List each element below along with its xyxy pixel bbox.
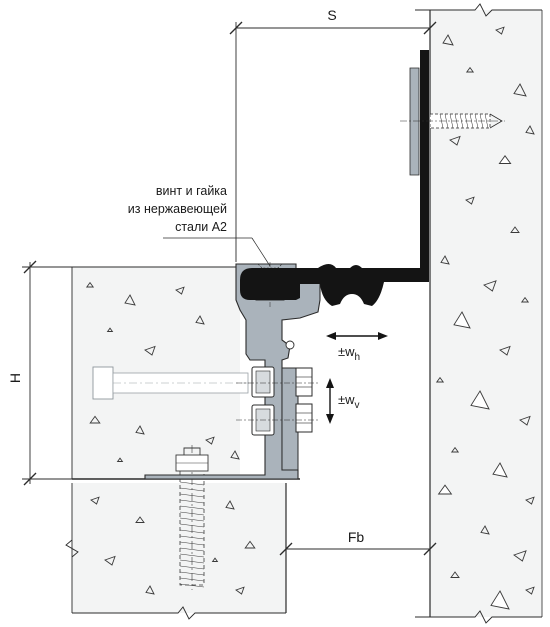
thread-line (179, 529, 205, 534)
aggregate-mark (135, 425, 145, 435)
aggregate-mark (449, 135, 461, 146)
callout-line-1: винт и гайка (156, 184, 227, 198)
aggregate-mark (495, 26, 505, 35)
aggregate-mark (520, 296, 530, 303)
thread-line (179, 535, 205, 540)
thread-line (179, 487, 205, 492)
vertical-movement-label: ±wv (338, 392, 360, 411)
aggregate-mark (465, 196, 475, 205)
aggregate-mark (465, 66, 475, 73)
aggregate-mark (144, 345, 156, 356)
callout-line-2: из нержавеющей (128, 202, 227, 216)
screw-thread-line (444, 113, 449, 129)
aggregate-mark (85, 281, 95, 288)
aggregate-mark (90, 496, 100, 505)
screw-thread-line (484, 113, 489, 129)
aggregate-mark (519, 415, 531, 426)
right-concrete-wall (415, 3, 543, 624)
aggregate-mark (435, 376, 445, 383)
screw-thread-line (449, 113, 454, 129)
left-lower-slab (65, 483, 287, 620)
aggregate-mark (89, 415, 101, 424)
screw-thread-line (474, 113, 479, 129)
thread-line (179, 505, 205, 510)
dimension-s: S (229, 7, 437, 262)
thread-line (179, 541, 205, 546)
thread-line (179, 583, 205, 588)
aggregate-mark (175, 286, 185, 295)
thread-line (179, 553, 205, 558)
vertical-movement-arrow: ±wv (326, 378, 360, 424)
aggregate-mark (135, 516, 145, 523)
aluminium-bracket (144, 263, 321, 480)
dimension-h-label: H (7, 373, 23, 383)
aggregate-mark (195, 315, 205, 325)
aggregate-mark (450, 446, 460, 453)
aggregate-mark (492, 462, 508, 478)
dimension-s-label: S (327, 7, 336, 23)
bracket-bolts (236, 366, 320, 436)
aggregate-mark (499, 345, 511, 356)
aggregate-mark (145, 585, 155, 595)
rubber-seal-profile (240, 50, 429, 306)
aggregate-mark (453, 311, 471, 329)
aggregate-mark (106, 327, 114, 332)
aggregate-mark (513, 550, 527, 562)
thread-line (179, 559, 205, 564)
horizontal-movement-arrow: ±wh (326, 332, 388, 363)
thread-line (179, 511, 205, 516)
aggregate-mark (116, 457, 124, 462)
aggregate-mark (104, 555, 116, 566)
aggregate-mark (525, 125, 535, 135)
aggregate-mark (440, 255, 450, 265)
dimension-fb: Fb (279, 529, 437, 556)
thread-line (179, 577, 205, 582)
aggregate-mark (124, 294, 136, 306)
material-callout: винт и гайка из нержавеющей стали A2 (128, 184, 271, 267)
aggregate-mark (490, 590, 510, 610)
aggregate-mark (230, 450, 240, 460)
aggregate-mark (235, 586, 245, 595)
aggregate-mark (525, 586, 535, 595)
aggregate-mark (483, 280, 497, 292)
dimension-h: H (7, 260, 72, 486)
aggregate-mark (205, 436, 215, 445)
thread-line (179, 565, 205, 570)
thread-line (179, 571, 205, 576)
concrete-aggregate (85, 26, 535, 610)
aggregate-mark (211, 557, 219, 562)
aggregate-mark (498, 155, 512, 164)
thread-line (179, 499, 205, 504)
aggregate-mark (525, 496, 535, 505)
wall-screw-anchor (400, 113, 505, 129)
thread-line (179, 547, 205, 552)
aggregate-mark (470, 390, 490, 410)
thread-line (179, 493, 205, 498)
thread-line (179, 523, 205, 528)
dimension-fb-label: Fb (348, 529, 365, 545)
thread-line (179, 481, 205, 486)
aggregate-mark (450, 571, 460, 578)
aggregate-mark (442, 34, 454, 46)
horizontal-movement-label: ±wh (338, 344, 360, 363)
callout-line-3: стали A2 (175, 220, 227, 234)
thread-line (179, 517, 205, 522)
aggregate-mark (225, 500, 235, 510)
aggregate-mark (510, 226, 520, 233)
aggregate-mark (480, 525, 490, 535)
aggregate-mark (513, 83, 527, 97)
aggregate-mark (244, 540, 256, 549)
aggregate-mark (437, 484, 453, 495)
